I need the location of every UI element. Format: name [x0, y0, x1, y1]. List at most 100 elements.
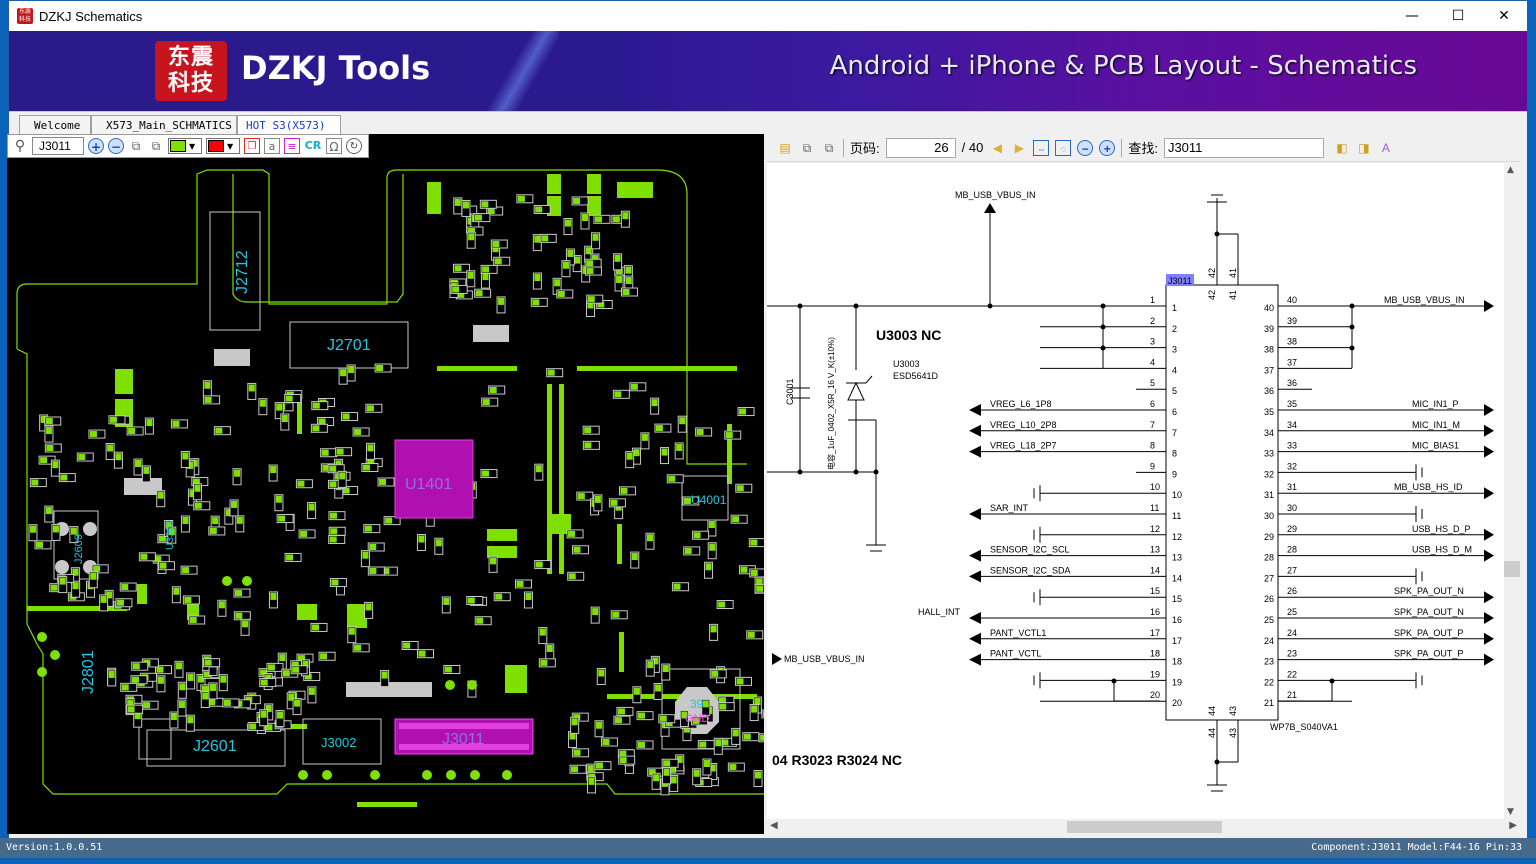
net-label[interactable]: SPK_PA_OUT_N	[1394, 586, 1464, 596]
layers-icon[interactable]: ❐	[244, 138, 260, 154]
pin-number: 3	[1150, 337, 1155, 347]
paste-icon[interactable]: ⧉	[824, 140, 834, 155]
net-label[interactable]: SENSOR_I2C_SCL	[990, 545, 1070, 555]
zoom-in-icon[interactable]: +	[1099, 139, 1116, 156]
chevron-down-icon: ▼	[227, 141, 234, 151]
cr-icon[interactable]: CR	[304, 139, 322, 152]
zoom-in-icon[interactable]: +	[88, 138, 104, 154]
top-net-label: MB_USB_VBUS_IN	[955, 190, 1036, 200]
scroll-right-icon[interactable]: ▶	[1509, 820, 1517, 831]
scrollbar-thumb[interactable]	[1067, 821, 1222, 833]
fit-page-icon[interactable]: ◌	[1055, 139, 1072, 156]
smd-component	[563, 218, 573, 236]
net-label[interactable]: USB_HS_D_P	[1412, 524, 1471, 534]
maximize-button[interactable]: ☐	[1451, 8, 1465, 24]
net-label[interactable]: PANT_VCTL	[990, 649, 1041, 659]
pcb-label-u4001: U4001	[691, 493, 727, 507]
net-arrow-icon	[1484, 445, 1494, 458]
highlight-color-select[interactable]: ▼	[206, 138, 240, 154]
pin-number-inner: 2	[1172, 324, 1177, 334]
net-label[interactable]: VREG_L18_2P7	[990, 441, 1057, 451]
net-label[interactable]: MB_USB_VBUS_IN	[1384, 295, 1465, 305]
list-icon[interactable]: ≡	[284, 138, 300, 154]
pcb-view[interactable]: J2712 J2701 U1401 U4001 J2609 J2801 J260…	[7, 134, 764, 834]
minimize-button[interactable]: —	[1405, 8, 1419, 24]
c3001-value: 电容_1uF_0402_X5R_16 V_K(±10%)	[826, 337, 836, 470]
next-page-icon[interactable]: ▶	[1014, 140, 1024, 155]
open-file-icon[interactable]: ▤	[779, 140, 791, 155]
net-label[interactable]: SENSOR_I2C_SDA	[990, 565, 1071, 575]
net-label[interactable]: USB_HS_D_M	[1412, 545, 1472, 555]
find-label: 查找:	[1128, 141, 1158, 156]
j3011-ref-highlight[interactable]	[1166, 274, 1194, 286]
svg-text:42: 42	[1207, 290, 1217, 300]
pcb-label-j2801: J2801	[80, 650, 97, 694]
pin-number-inner: 19	[1172, 677, 1182, 687]
vertical-scrollbar[interactable]: ▲ ▼	[1504, 163, 1520, 819]
pad-color-select[interactable]: ▼	[168, 138, 202, 154]
font-size-icon[interactable]: A	[1381, 140, 1390, 155]
mirror-icon[interactable]: ⧉	[151, 139, 161, 153]
pcb-label-j2701: J2701	[327, 337, 371, 354]
tab-welcome[interactable]: Welcome	[19, 115, 91, 136]
smd-component	[709, 623, 719, 641]
pin-number: 8	[1150, 441, 1155, 451]
pin-number: 33	[1287, 441, 1297, 451]
pin-number: 6	[1150, 399, 1155, 409]
text-icon[interactable]: a	[264, 138, 280, 154]
fit-width-icon[interactable]: ⇔	[1033, 139, 1050, 156]
net-label[interactable]: MIC_IN1_P	[1412, 399, 1459, 409]
find-next-icon[interactable]: ◨	[1358, 140, 1370, 155]
scroll-left-icon[interactable]: ◀	[770, 820, 778, 831]
j3011-connector-highlight[interactable]	[394, 718, 534, 755]
app-logo-icon: 东震科技	[17, 8, 33, 24]
copy-icon[interactable]: ⧉	[802, 140, 812, 155]
pin-number: 31	[1287, 482, 1297, 492]
close-button[interactable]: ✕	[1498, 8, 1510, 24]
pcb-label-j2601: J2601	[193, 738, 237, 755]
net-label[interactable]: HALL_INT	[918, 607, 961, 617]
pin-number-inner: 8	[1172, 449, 1177, 459]
zoom-out-icon[interactable]: −	[108, 138, 124, 154]
find-prev-icon[interactable]: ◧	[1336, 140, 1348, 155]
prev-page-icon[interactable]: ◀	[992, 140, 1002, 155]
find-input[interactable]: J3011	[1163, 137, 1324, 158]
pin-number: 34	[1287, 420, 1297, 430]
net-label[interactable]: VREG_L10_2P8	[990, 420, 1057, 430]
flip-icon[interactable]: ⧉	[131, 139, 141, 153]
net-label[interactable]: MIC_IN1_M	[1412, 420, 1460, 430]
scrollbar-thumb[interactable]	[1504, 561, 1520, 577]
scroll-up-icon[interactable]: ▲	[1507, 165, 1514, 175]
tab-hot-s3[interactable]: HOT S3(X573)✕	[237, 115, 341, 146]
tab-main-schematics[interactable]: X573_Main_SCHMATICS	[91, 115, 237, 136]
schematic-view[interactable]: J3011 WP7B_S040VA1 MB_USB_VBUS_IN MB_USB…	[767, 163, 1504, 819]
net-arrow-icon	[969, 404, 981, 416]
net-label[interactable]: SPK_PA_OUT_N	[1394, 607, 1464, 617]
page-number-input[interactable]: 26	[885, 137, 956, 158]
search-icon[interactable]: ⚲	[14, 138, 26, 154]
zoom-out-icon[interactable]: −	[1077, 139, 1094, 156]
rotate-icon[interactable]: ↻	[346, 138, 362, 154]
pin-number-inner: 1	[1172, 303, 1177, 313]
ohm-icon[interactable]: Ω	[326, 138, 342, 154]
pin-number: 16	[1150, 607, 1160, 617]
pin-number: 23	[1287, 649, 1297, 659]
net-label[interactable]: MB_USB_HS_ID	[1394, 482, 1463, 492]
net-label[interactable]: VREG_L6_1P8	[990, 399, 1052, 409]
color-swatch	[208, 140, 224, 152]
net-label[interactable]: SAR_INT	[990, 503, 1029, 513]
horizontal-scrollbar[interactable]: ◀ ▶	[767, 819, 1520, 834]
scroll-down-icon[interactable]: ▼	[1507, 807, 1514, 817]
net-label[interactable]: MIC_BIAS1	[1412, 441, 1459, 451]
pin-number: 35	[1287, 399, 1297, 409]
pin-number-inner: 12	[1172, 532, 1182, 542]
j3011-ref: J3011	[1168, 276, 1192, 286]
pin-number: 19	[1150, 669, 1160, 679]
pcb-search-input[interactable]: J3011	[32, 137, 84, 155]
net-label[interactable]: SPK_PA_OUT_P	[1394, 628, 1463, 638]
smd-component	[416, 533, 426, 551]
net-label[interactable]: PANT_VCTL1	[990, 628, 1046, 638]
net-arrow-icon	[969, 570, 981, 583]
pcb-label-j2712: J2712	[234, 250, 251, 294]
net-label[interactable]: SPK_PA_OUT_P	[1394, 649, 1463, 659]
